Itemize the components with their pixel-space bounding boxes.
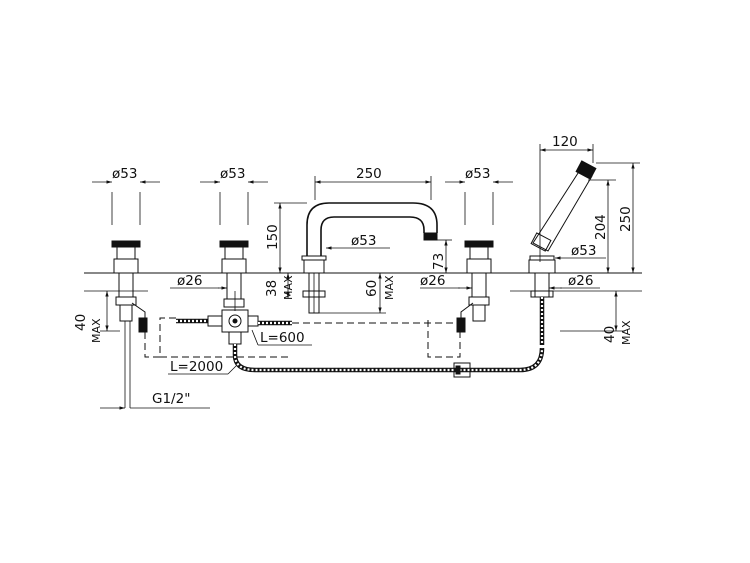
label-d26-right: ø26 xyxy=(568,273,593,289)
label-d53-shower: ø53 xyxy=(571,243,596,259)
label-d53-right: ø53 xyxy=(465,166,490,182)
label-height-204: 204 xyxy=(593,214,609,240)
label-height-73: 73 xyxy=(431,253,447,270)
right-handle-valve xyxy=(456,240,494,333)
shower-hose xyxy=(232,344,545,378)
label-d53-center: ø53 xyxy=(220,166,245,182)
dashed-pipes xyxy=(144,317,461,358)
label-d26-center: ø26 xyxy=(420,273,445,289)
label-height-250: 250 xyxy=(618,206,634,232)
label-height-38: 38 xyxy=(264,280,280,297)
dimension-labels: ø53 ø53 ø53 250 120 250 204 150 73 ø53 ø… xyxy=(73,134,634,407)
label-d53-spout: ø53 xyxy=(351,233,376,249)
label-g12: G1/2" xyxy=(152,391,190,407)
label-height-150: 150 xyxy=(265,224,281,250)
label-max-38: MAX xyxy=(282,275,295,300)
label-l600: L=600 xyxy=(260,330,305,346)
spout xyxy=(301,202,438,314)
label-d53-left: ø53 xyxy=(112,166,137,182)
label-max-40-left: MAX xyxy=(90,318,103,343)
label-height-40-right: 40 xyxy=(602,326,618,343)
label-max-60: MAX xyxy=(383,275,396,300)
label-width-120: 120 xyxy=(552,134,578,150)
hand-shower xyxy=(528,160,597,345)
label-width-250: 250 xyxy=(356,166,382,182)
left-handle-valve xyxy=(111,240,148,408)
label-d26-left: ø26 xyxy=(177,273,202,289)
label-height-40-left: 40 xyxy=(73,314,89,331)
label-l2000: L=2000 xyxy=(170,359,223,375)
label-height-60: 60 xyxy=(364,280,380,297)
dimension-lines xyxy=(92,144,640,410)
label-max-40-right: MAX xyxy=(620,320,633,345)
